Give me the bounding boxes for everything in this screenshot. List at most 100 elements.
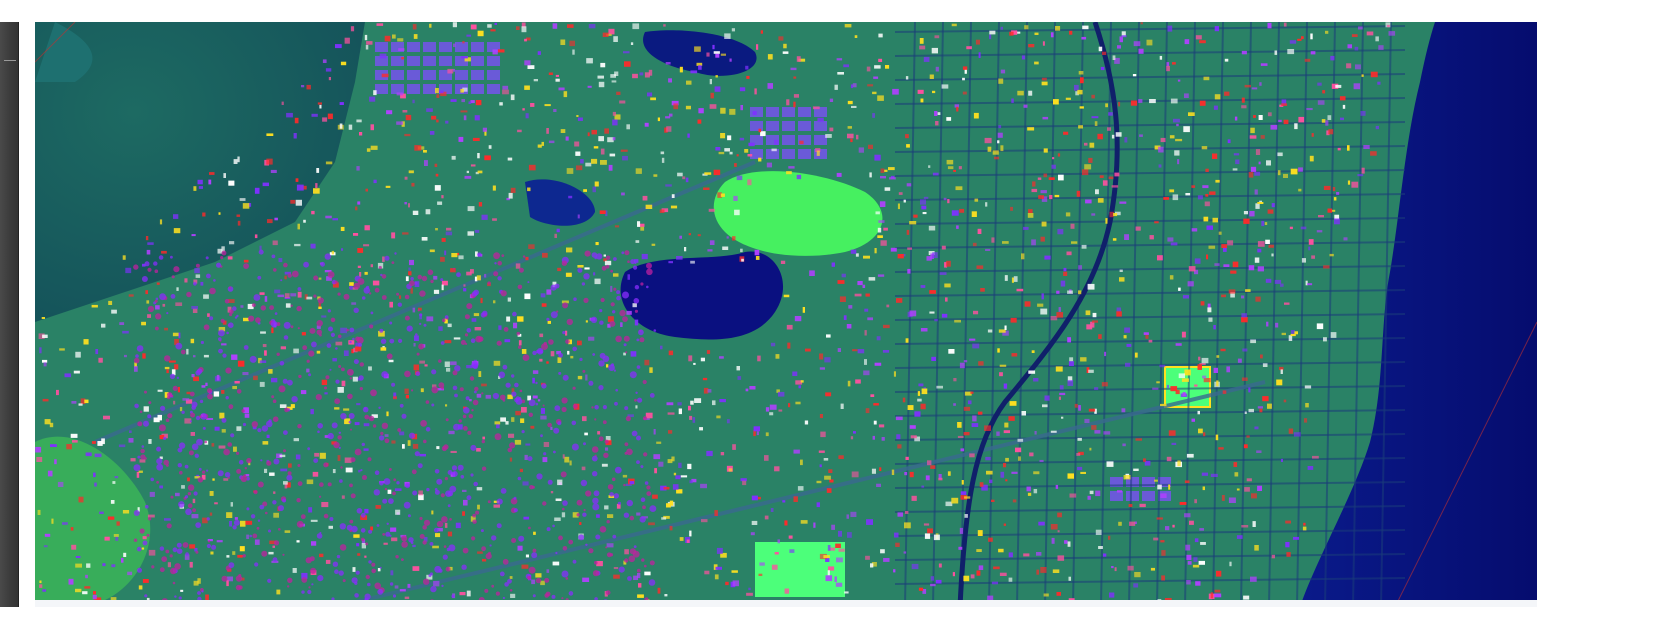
tool-strip-handle-icon[interactable]	[4, 60, 16, 61]
building-roof	[809, 270, 815, 276]
building-roof	[734, 209, 740, 216]
building-roof	[1318, 215, 1324, 218]
building-roof	[197, 591, 201, 595]
road-segment	[894, 265, 1406, 273]
building-roof	[774, 139, 779, 145]
building-roof	[355, 346, 362, 352]
building-roof	[823, 458, 829, 461]
building-roof	[594, 597, 598, 601]
building-roof	[295, 454, 301, 460]
building-roof	[1298, 116, 1305, 123]
building-roof	[119, 322, 125, 325]
building-roof	[453, 423, 460, 431]
building-roof	[1026, 486, 1031, 492]
building-roof	[476, 275, 481, 281]
building-roof	[293, 438, 299, 442]
building-roof	[521, 430, 525, 434]
building-roof	[241, 577, 245, 581]
building-roof	[156, 458, 163, 465]
building-roof	[242, 422, 247, 427]
building-roof	[507, 157, 513, 161]
building-roof	[404, 133, 411, 137]
building-roof	[1118, 521, 1122, 526]
building-roof	[252, 426, 257, 430]
map-canvas[interactable]	[35, 22, 1537, 607]
building-roof	[1111, 185, 1119, 188]
building-roof	[750, 149, 763, 159]
building-roof	[952, 572, 955, 577]
building-roof	[829, 127, 834, 132]
building-roof	[876, 336, 881, 341]
building-roof	[1161, 575, 1165, 581]
map-raster[interactable]	[35, 22, 1537, 607]
building-roof	[426, 316, 434, 322]
building-roof	[729, 58, 732, 62]
building-roof	[1191, 185, 1196, 188]
building-roof	[606, 543, 614, 548]
building-roof	[440, 256, 445, 262]
building-roof	[202, 426, 206, 430]
building-roof	[661, 208, 669, 213]
building-roof	[492, 49, 498, 55]
tool-strip[interactable]	[0, 22, 19, 607]
building-roof	[194, 476, 201, 479]
building-roof	[344, 418, 351, 425]
building-roof	[324, 392, 328, 395]
building-roof	[99, 511, 104, 514]
building-roof	[1177, 159, 1180, 165]
building-roof	[592, 503, 600, 511]
building-roof	[293, 348, 299, 354]
building-roof	[750, 121, 763, 131]
building-roof	[395, 509, 401, 515]
building-roof	[572, 386, 576, 390]
building-roof	[812, 106, 820, 110]
building-roof	[637, 221, 641, 227]
building-roof	[457, 464, 464, 471]
building-roof	[1114, 57, 1120, 64]
building-roof	[392, 34, 396, 39]
building-roof	[609, 320, 616, 327]
building-roof	[613, 369, 617, 372]
building-roof	[470, 164, 476, 167]
building-roof	[175, 342, 183, 350]
building-roof	[914, 411, 921, 417]
building-roof	[1157, 484, 1162, 490]
building-roof	[1091, 116, 1099, 119]
building-roof	[301, 85, 305, 88]
building-roof	[623, 51, 630, 54]
building-roof	[1336, 192, 1340, 195]
building-roof	[1086, 324, 1093, 330]
building-roof	[277, 294, 285, 298]
building-roof	[222, 353, 227, 358]
building-roof	[237, 220, 241, 226]
building-roof	[236, 451, 240, 455]
building-roof	[865, 555, 870, 560]
building-roof	[466, 328, 472, 333]
building-roof	[459, 592, 466, 596]
building-roof	[350, 26, 355, 32]
building-roof	[1267, 112, 1272, 117]
building-roof	[1286, 552, 1291, 557]
road-segment	[894, 313, 1406, 321]
building-roof	[110, 500, 115, 504]
building-roof	[1050, 430, 1057, 433]
building-roof	[626, 448, 633, 456]
building-roof	[1243, 595, 1250, 600]
building-roof	[141, 321, 146, 326]
building-roof	[518, 345, 522, 349]
building-roof	[447, 470, 453, 475]
building-roof	[391, 42, 404, 52]
building-roof	[1224, 91, 1230, 96]
building-roof	[741, 258, 744, 262]
building-roof	[517, 545, 523, 551]
building-roof	[552, 23, 558, 29]
building-roof	[562, 331, 566, 335]
building-roof	[639, 72, 644, 76]
building-roof	[614, 225, 620, 228]
building-roof	[605, 210, 608, 217]
building-roof	[1159, 364, 1166, 368]
building-roof	[987, 329, 993, 333]
building-roof	[272, 399, 277, 404]
building-roof	[688, 405, 691, 411]
building-roof	[1085, 199, 1092, 204]
